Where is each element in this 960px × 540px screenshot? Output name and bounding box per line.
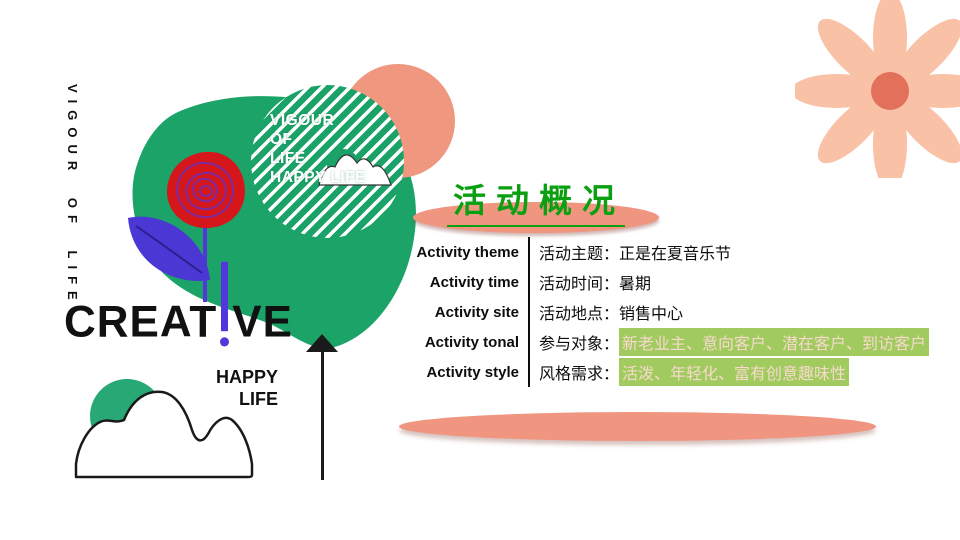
rose-flower-icon bbox=[166, 151, 245, 229]
row-value: 活动主题：正是在夏音乐节 bbox=[528, 237, 731, 267]
creative-wordmark: CREAT VE bbox=[64, 261, 293, 347]
row-label: Activity theme bbox=[416, 243, 519, 261]
row-label: Activity style bbox=[426, 363, 519, 381]
row-value: 活动时间：暑期 bbox=[528, 267, 651, 297]
table-row: Activity style 风格需求：活泼、年轻化、富有创意趣味性 bbox=[404, 357, 929, 387]
row-value: 参与对象：新老业主、意向客户、潜在客户、到访客户 bbox=[528, 327, 930, 357]
title-ellipse bbox=[413, 202, 659, 233]
row-label: Activity tonal bbox=[424, 333, 519, 351]
up-arrow-head-icon bbox=[306, 334, 338, 352]
highlighted-value: 活泼、年轻化、富有创意趣味性 bbox=[619, 358, 850, 386]
creative-text-right: VE bbox=[232, 296, 293, 347]
badge-text: VIGOUR OF LIFE HAPPY LIFE bbox=[270, 111, 366, 187]
up-arrow-line bbox=[321, 350, 324, 480]
table-row: Activity site 活动地点：销售中心 bbox=[404, 297, 929, 327]
badge-line: LIFE bbox=[270, 150, 306, 167]
badge-line: HAPPY LIFE bbox=[270, 169, 367, 186]
activity-info-table: Activity theme 活动主题：正是在夏音乐节 Activity tim… bbox=[404, 237, 930, 387]
row-label: Activity time bbox=[429, 273, 519, 291]
creative-i-bar bbox=[220, 261, 230, 347]
highlighted-value: 新老业主、意向客户、潜在客户、到访客户 bbox=[619, 328, 930, 356]
creative-text-left: CREAT bbox=[64, 296, 218, 347]
mountains-outline-icon bbox=[74, 390, 254, 479]
row-label: Activity site bbox=[434, 303, 519, 321]
page-title: 活动概况 bbox=[403, 174, 669, 227]
flower-decoration-icon bbox=[795, 0, 960, 178]
table-row: Activity tonal 参与对象：新老业主、意向客户、潜在客户、到访客户 bbox=[404, 327, 930, 357]
leaf-shape bbox=[128, 216, 210, 281]
row-value: 风格需求：活泼、年轻化、富有创意趣味性 bbox=[528, 357, 850, 387]
bottom-ellipse bbox=[399, 412, 876, 441]
table-row: Activity time 活动时间：暑期 bbox=[404, 267, 929, 297]
happy-line: LIFE bbox=[239, 389, 278, 409]
badge-mountain-icon bbox=[318, 149, 392, 186]
table-row: Activity theme 活动主题：正是在夏音乐节 bbox=[404, 237, 929, 267]
happy-line: HAPPY bbox=[215, 367, 278, 387]
row-value: 活动地点：销售中心 bbox=[528, 297, 683, 327]
badge-line: OF bbox=[270, 131, 293, 148]
vertical-side-text: VIGOUR OF LIFE bbox=[65, 84, 80, 307]
happy-life-caption: HAPPY LIFE bbox=[186, 366, 278, 410]
striped-badge-circle: VIGOUR OF LIFE HAPPY LIFE bbox=[251, 85, 404, 238]
badge-line: VIGOUR bbox=[270, 112, 335, 129]
